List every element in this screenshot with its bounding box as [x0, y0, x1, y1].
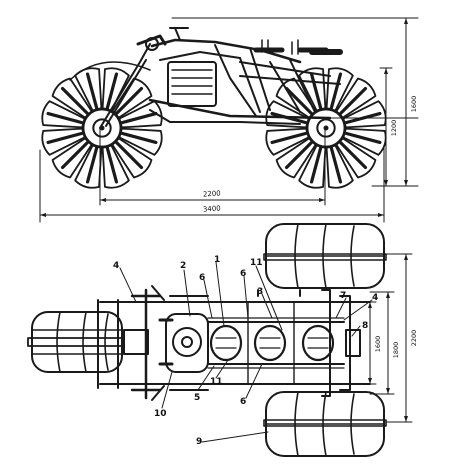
callout-4-right: 4	[372, 293, 378, 303]
rear-balloon-wheel	[265, 67, 387, 189]
wheel-lobe	[51, 137, 93, 179]
side-view: 2200 3400 1200 1600	[39, 17, 419, 223]
side-dimension-lines	[39, 17, 419, 223]
wheel-spoke	[46, 131, 85, 145]
wheel-spoke	[284, 140, 314, 170]
wheel-lobe	[325, 144, 354, 189]
wheel-lobe	[298, 144, 327, 189]
callout-8: 8	[362, 321, 368, 331]
wheel-spoke	[338, 86, 368, 116]
wheel-lobe	[118, 127, 163, 156]
callout-6-upper-right: 6	[240, 269, 246, 279]
callout-1: 1	[214, 255, 220, 265]
wheel-axle	[323, 125, 329, 131]
wheel-spoke	[114, 86, 144, 116]
callout-6-upper-left: 6	[199, 273, 205, 283]
rear-balloon-top-upper	[263, 223, 387, 289]
wheel-spoke	[309, 72, 323, 111]
callout-labels: 4 2 6 1 6 11 3 7 4 8 11 5 6 10 9	[113, 255, 378, 447]
wheel-lobe	[101, 67, 130, 112]
callout-leaders	[119, 261, 373, 443]
rear-balloon-top-lower	[263, 391, 387, 457]
wheel-spoke	[60, 86, 90, 116]
wheel-lobe	[275, 137, 317, 179]
callout-7: 7	[340, 291, 346, 301]
callout-11-upper: 11	[250, 258, 263, 268]
wheel-spoke	[329, 145, 343, 184]
wheel-spoke	[343, 131, 382, 145]
wheel-spoke	[329, 72, 343, 111]
wheel-hub	[316, 118, 336, 138]
wheel-spoke	[60, 140, 90, 170]
callout-6-lower: 6	[240, 397, 246, 407]
wheel-lobe	[101, 144, 130, 189]
wheel-hub	[92, 118, 112, 138]
wheel-lobe	[335, 77, 377, 119]
wheel-spoke	[105, 72, 119, 111]
top-view: 1600 1800 2200 4 2 6 1 6	[27, 223, 418, 457]
wheel-spoke	[85, 145, 99, 184]
callout-2: 2	[180, 261, 186, 271]
wheel-spoke	[46, 111, 85, 125]
wheel-hub-ring	[82, 108, 122, 148]
top-dimension-lines	[359, 253, 413, 423]
wheel-spoke	[119, 131, 158, 145]
callout-5: 5	[194, 393, 200, 403]
callout-11-lower: 11	[210, 377, 223, 387]
wheel-lobe	[74, 144, 103, 189]
wheel-lobe	[342, 127, 387, 156]
front-balloon-top	[27, 311, 125, 373]
dim-track-inner-label: 1600	[374, 336, 382, 353]
dim-total-length-label: 3400	[203, 204, 221, 213]
front-balloon-wheel	[41, 67, 163, 189]
wheel-spoke	[119, 111, 158, 125]
wheel-lobe	[111, 137, 153, 179]
dim-track-outer-label: 1800	[392, 342, 400, 359]
callout-10: 10	[154, 409, 167, 419]
dim-wheelbase-label: 2200	[203, 189, 221, 198]
wheel-hub-ring	[306, 108, 346, 148]
callout-4-left: 4	[113, 261, 119, 271]
wheel-spoke	[284, 86, 314, 116]
wheel-lobe	[342, 100, 387, 129]
callout-3: 3	[257, 287, 263, 297]
callout-9: 9	[196, 437, 202, 447]
wheel-lobe	[298, 67, 327, 112]
wheel-lobe	[265, 100, 310, 129]
dim-height-mid-label: 1200	[390, 120, 398, 137]
wheel-spoke	[114, 140, 144, 170]
dim-total-width-label: 2200	[410, 330, 418, 347]
wheel-lobe	[335, 137, 377, 179]
wheel-spoke	[270, 131, 309, 145]
wheel-spoke	[85, 72, 99, 111]
wheel-spoke	[338, 140, 368, 170]
wheel-lobe	[325, 67, 354, 112]
wheel-spoke	[309, 145, 323, 184]
chassis-top	[97, 285, 371, 401]
wheel-lobe	[265, 127, 310, 156]
wheel-spoke	[105, 145, 119, 184]
vehicle-frame	[69, 27, 343, 129]
wheel-lobe	[41, 127, 86, 156]
wheel-lobe	[51, 77, 93, 119]
wheel-lobe	[41, 100, 86, 129]
dim-height-total-label: 1600	[410, 96, 418, 113]
